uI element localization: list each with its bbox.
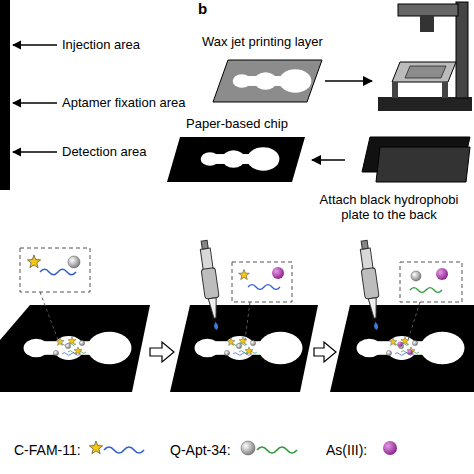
panel-letter: b (198, 0, 207, 17)
legend-label: As(III): (326, 442, 367, 458)
step-label: Paper-based chip (186, 117, 288, 132)
step-label: Wax jet printing layer (202, 35, 323, 50)
area-label: Injection area (62, 38, 140, 53)
legend-label: C-FAM-11: (14, 442, 81, 458)
area-label: Detection area (62, 145, 147, 160)
step-label: Attach black hydrophobi plate to the bac… (307, 193, 471, 223)
legend-label: Q-Apt-34: (170, 442, 231, 458)
area-label: Aptamer fixation area (62, 96, 186, 111)
